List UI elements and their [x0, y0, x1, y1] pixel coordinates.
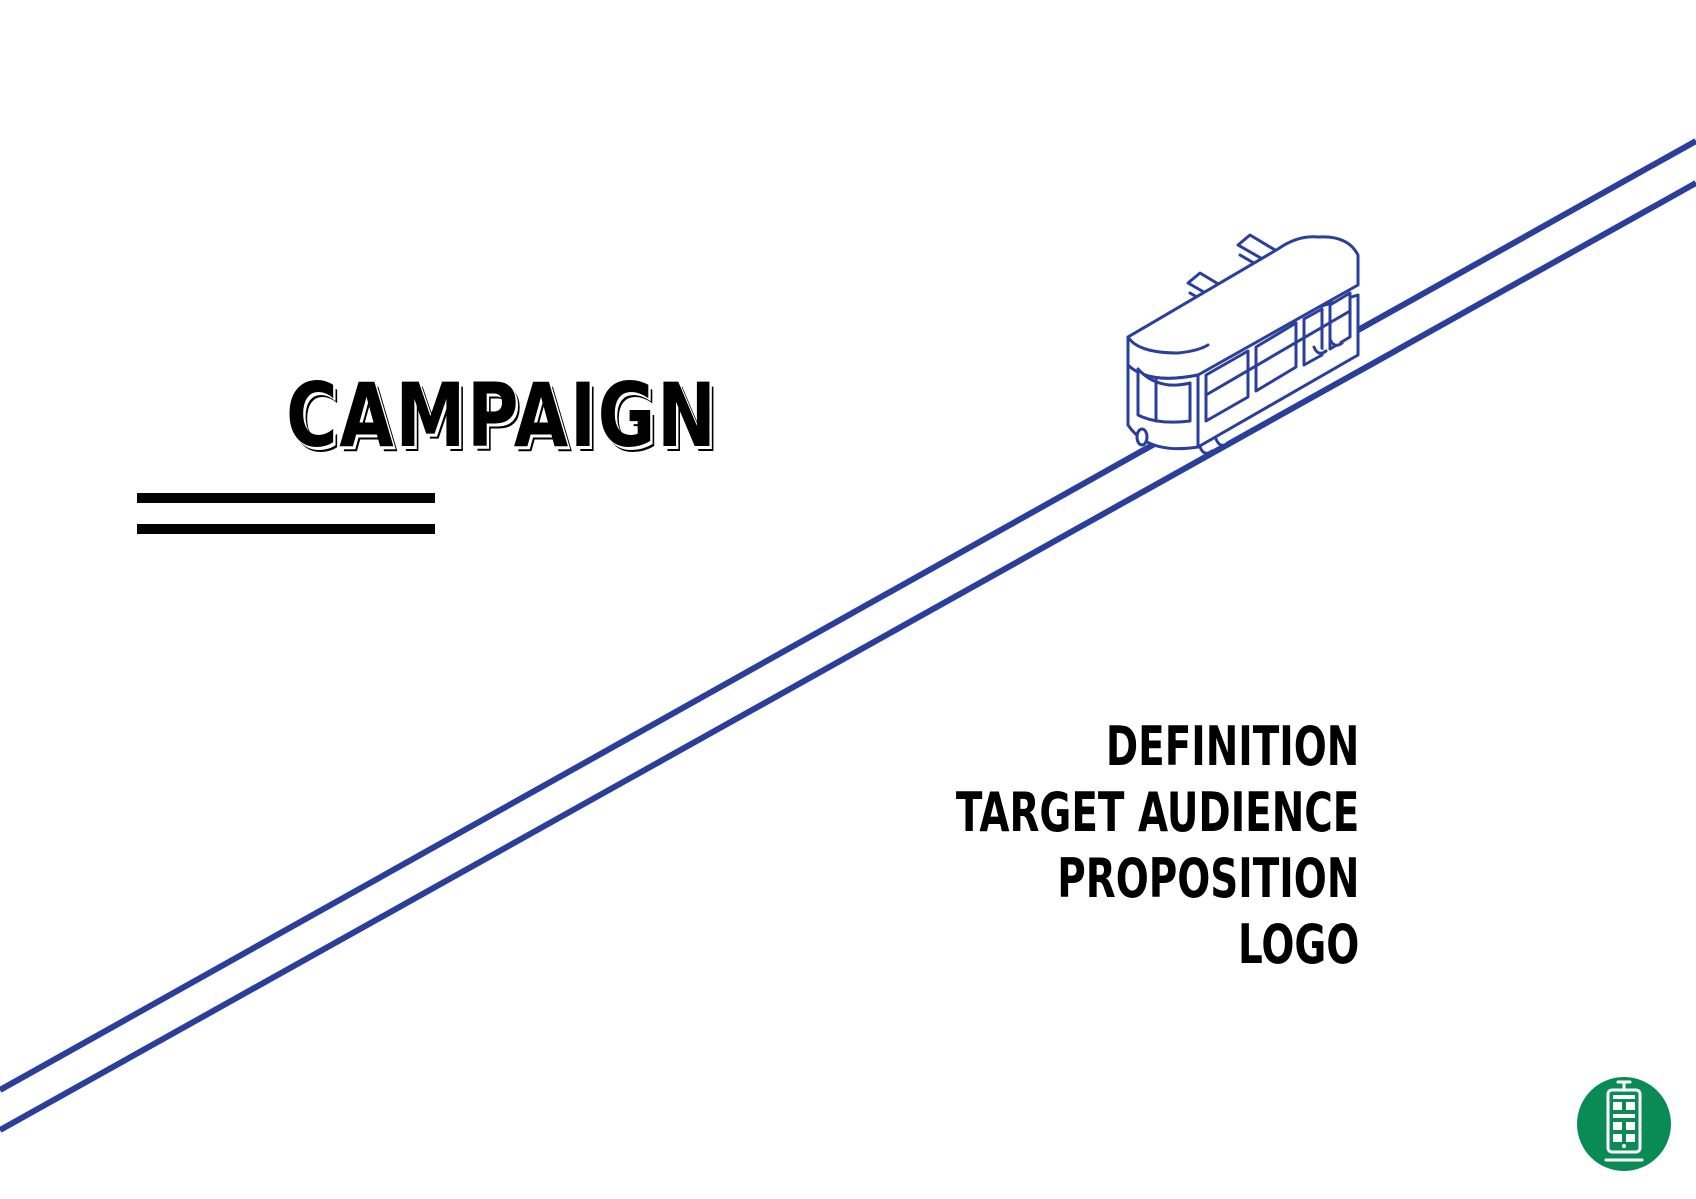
title-underline-bottom — [137, 524, 435, 534]
rail-upper — [0, 138, 1696, 1093]
rail-lower — [0, 180, 1696, 1133]
page-title: CAMPAIGN — [286, 364, 718, 467]
contents-item-proposition: PROPOSITION — [1056, 847, 1359, 910]
tram-logo-icon — [1577, 1077, 1671, 1171]
tram-on-rails-icon — [1126, 233, 1360, 455]
title-underline-top — [137, 493, 435, 503]
contents-item-definition: DEFINITION — [1105, 715, 1359, 778]
contents-item-target-audience: TARGET AUDIENCE — [955, 781, 1359, 844]
contents-item-logo: LOGO — [1237, 913, 1359, 976]
contents-list: DEFINITION TARGET AUDIENCE PROPOSITION L… — [799, 714, 1359, 978]
